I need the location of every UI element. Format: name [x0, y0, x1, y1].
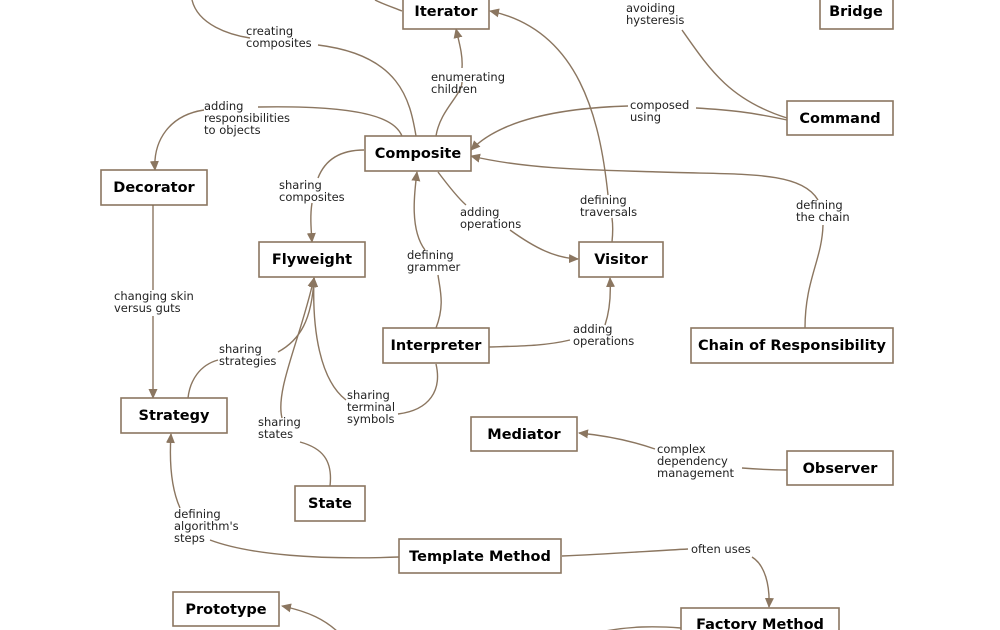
node-strategy[interactable]: Strategy [120, 397, 228, 434]
label-defining-traversals: defining traversals [580, 193, 637, 219]
label-avoiding-hysteresis: avoiding hysteresis [626, 1, 684, 27]
edge-defining-traversals [490, 11, 614, 243]
label-defining-the-chain: defining the chain [796, 198, 850, 224]
node-prototype-label: Prototype [185, 602, 266, 618]
edge-to-prototype [281, 603, 337, 630]
node-state[interactable]: State [294, 485, 366, 522]
node-chain-of-responsibility[interactable]: Chain of Responsibility [690, 327, 894, 364]
node-state-label: State [308, 496, 352, 512]
node-prototype[interactable]: Prototype [172, 591, 280, 627]
label-sharing-composites: sharing composites [279, 178, 345, 204]
edge-to-factory-method [607, 626, 682, 630]
label-sharing-terminal-symbols: sharing terminal symbols [347, 388, 399, 426]
label-complex-dependency: complex dependency management [657, 442, 735, 480]
node-visitor[interactable]: Visitor [578, 241, 664, 278]
node-command[interactable]: Command [786, 100, 894, 136]
label-often-uses: often uses [691, 542, 751, 556]
edge-complex-dependency [579, 433, 788, 471]
node-composite[interactable]: Composite [364, 135, 472, 172]
node-interpreter-label: Interpreter [391, 338, 483, 354]
edge-top-left-to-iterator [374, 0, 403, 12]
edge-adding-operations-composite [437, 171, 578, 259]
node-template-method-label: Template Method [409, 549, 551, 565]
node-decorator[interactable]: Decorator [100, 169, 208, 206]
label-defining-algorithm-steps: defining algorithm's steps [174, 507, 242, 545]
pattern-nodes: Iterator Bridge Command Composite Decora… [100, 0, 894, 630]
node-visitor-label: Visitor [594, 252, 648, 268]
node-decorator-label: Decorator [113, 180, 195, 196]
node-interpreter[interactable]: Interpreter [382, 327, 490, 364]
node-mediator-label: Mediator [487, 427, 561, 443]
edge-composed-using [471, 105, 788, 150]
node-bridge-label: Bridge [829, 4, 883, 20]
node-strategy-label: Strategy [139, 408, 210, 424]
label-defining-grammer: defining grammer [407, 248, 461, 274]
node-iterator-label: Iterator [414, 4, 478, 20]
edge-sharing-strategies [187, 278, 314, 399]
node-flyweight[interactable]: Flyweight [258, 241, 366, 278]
edge-defining-grammer [414, 172, 442, 329]
node-composite-label: Composite [375, 146, 462, 162]
edge-often-uses [561, 548, 769, 607]
node-bridge[interactable]: Bridge [819, 0, 894, 30]
label-sharing-strategies: sharing strategies [219, 342, 276, 368]
edge-adding-operations-interpreter [488, 278, 610, 348]
edge-avoiding-hysteresis [681, 29, 788, 119]
node-observer-label: Observer [803, 461, 879, 477]
node-command-label: Command [799, 111, 880, 127]
node-mediator[interactable]: Mediator [470, 416, 578, 452]
node-factory-method[interactable]: Factory Method [680, 607, 840, 630]
label-enumerating-children: enumerating children [431, 70, 509, 96]
relationship-labels: creating composites avoiding hysteresis … [114, 1, 850, 556]
node-iterator[interactable]: Iterator [402, 0, 490, 30]
label-adding-responsibilities: adding responsibilities to objects [204, 99, 294, 137]
label-creating-composites: creating composites [246, 24, 312, 50]
label-adding-operations-interpreter: adding operations [573, 322, 634, 348]
edge-defining-the-chain [471, 156, 824, 329]
node-chain-of-responsibility-label: Chain of Responsibility [698, 338, 887, 354]
node-factory-method-label: Factory Method [696, 617, 824, 630]
edge-sharing-states [280, 278, 332, 487]
label-adding-operations-composite: adding operations [460, 205, 521, 231]
edge-adding-responsibilities [155, 106, 403, 170]
label-changing-skin: changing skin versus guts [114, 289, 197, 315]
edge-defining-algorithm-steps [170, 434, 400, 559]
label-composed-using: composed using [630, 98, 693, 124]
label-sharing-states: sharing states [258, 415, 305, 441]
node-flyweight-label: Flyweight [272, 252, 352, 268]
node-observer[interactable]: Observer [786, 450, 894, 486]
relationship-edges [153, 0, 824, 630]
edge-sharing-terminal-symbols [314, 278, 439, 415]
node-template-method[interactable]: Template Method [398, 538, 562, 574]
edge-creating-composites [191, 0, 417, 137]
edge-enumerating-children [435, 29, 462, 137]
edge-sharing-composites [311, 149, 365, 242]
